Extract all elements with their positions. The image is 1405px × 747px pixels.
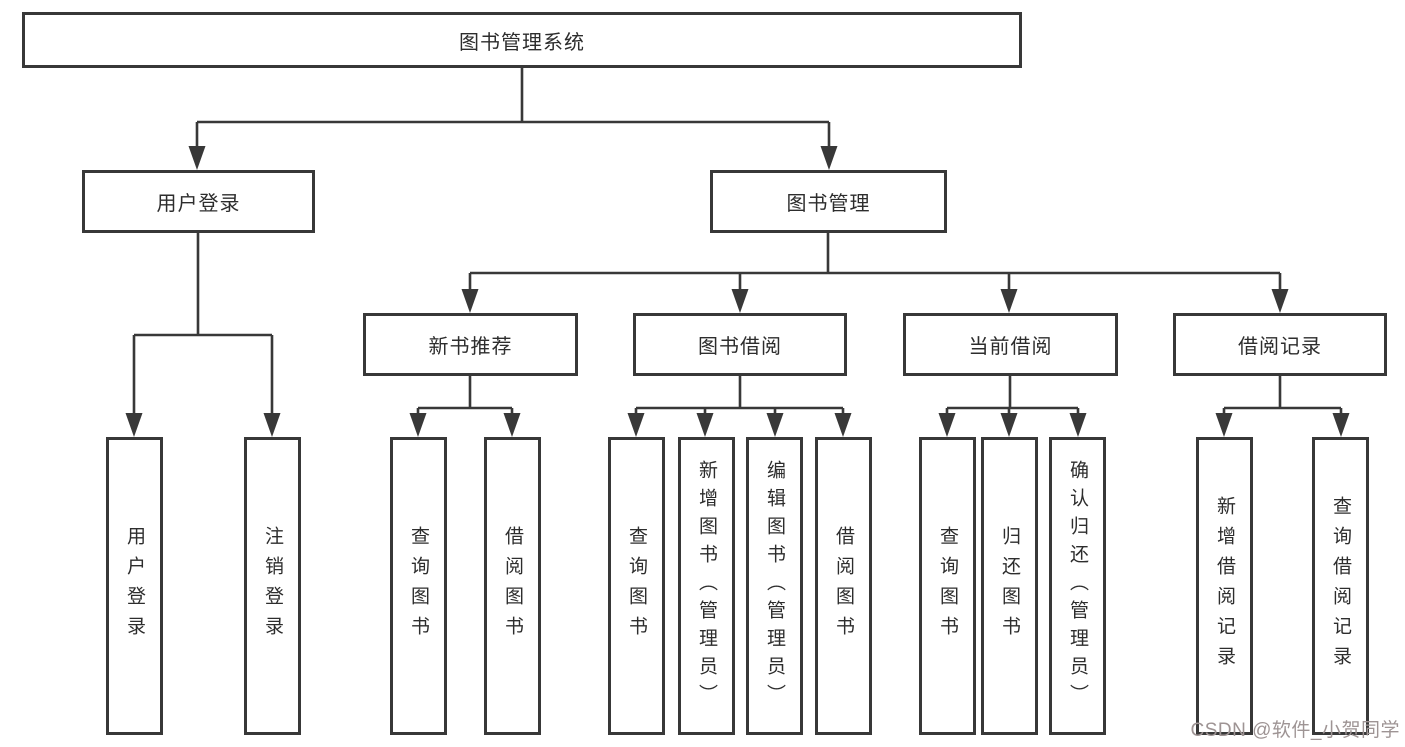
leaf-label: 查询图书 <box>408 526 429 646</box>
node-label: 借阅记录 <box>1238 336 1322 358</box>
node-label: 用户登录 <box>156 193 241 215</box>
leaf-label: 查询图书 <box>937 526 958 646</box>
leaf-label: 编辑图书（管理员） <box>764 460 785 712</box>
node-label: 当前借阅 <box>968 336 1053 358</box>
node-new-book-recommendation: 新书推荐 <box>363 313 578 376</box>
leaf-label: 查询借阅记录 <box>1330 496 1351 676</box>
node-label: 图书借阅 <box>698 336 782 358</box>
leaf-label: 查询图书 <box>626 526 647 646</box>
leaf-add-books-admin: 新增图书（管理员） <box>678 437 735 735</box>
node-label: 图书管理系统 <box>459 31 585 54</box>
leaf-label: 注销登录 <box>262 526 283 646</box>
leaf-add-borrow-record: 新增借阅记录 <box>1196 437 1253 735</box>
leaf-borrow-books-2: 借阅图书 <box>815 437 872 735</box>
leaf-borrow-books-1: 借阅图书 <box>484 437 541 735</box>
csdn-watermark: CSDN @软件_小贺同学 <box>1190 720 1400 741</box>
leaf-user-login: 用户登录 <box>106 437 163 735</box>
node-current-borrowing: 当前借阅 <box>903 313 1118 376</box>
node-borrowing-records: 借阅记录 <box>1173 313 1387 376</box>
leaf-label: 借阅图书 <box>502 526 523 646</box>
node-user-login-branch: 用户登录 <box>82 170 315 233</box>
leaf-query-borrow-record: 查询借阅记录 <box>1312 437 1369 735</box>
leaf-logout: 注销登录 <box>244 437 301 735</box>
leaf-label: 确认归还（管理员） <box>1067 460 1088 712</box>
leaf-label: 归还图书 <box>999 526 1020 646</box>
leaf-query-books-3: 查询图书 <box>919 437 976 735</box>
leaf-label: 新增借阅记录 <box>1214 496 1235 676</box>
node-book-borrowing: 图书借阅 <box>633 313 847 376</box>
leaf-edit-books-admin: 编辑图书（管理员） <box>746 437 803 735</box>
leaf-return-books: 归还图书 <box>981 437 1038 735</box>
leaf-query-books-1: 查询图书 <box>390 437 447 735</box>
leaf-query-books-2: 查询图书 <box>608 437 665 735</box>
node-book-management-branch: 图书管理 <box>710 170 947 233</box>
leaf-label: 借阅图书 <box>833 526 854 646</box>
node-label: 图书管理 <box>786 193 871 215</box>
leaf-label: 用户登录 <box>124 526 145 646</box>
leaf-label: 新增图书（管理员） <box>696 460 717 712</box>
leaf-confirm-return-admin: 确认归还（管理员） <box>1049 437 1106 735</box>
node-root-system: 图书管理系统 <box>22 12 1022 68</box>
node-label: 新书推荐 <box>428 336 513 358</box>
